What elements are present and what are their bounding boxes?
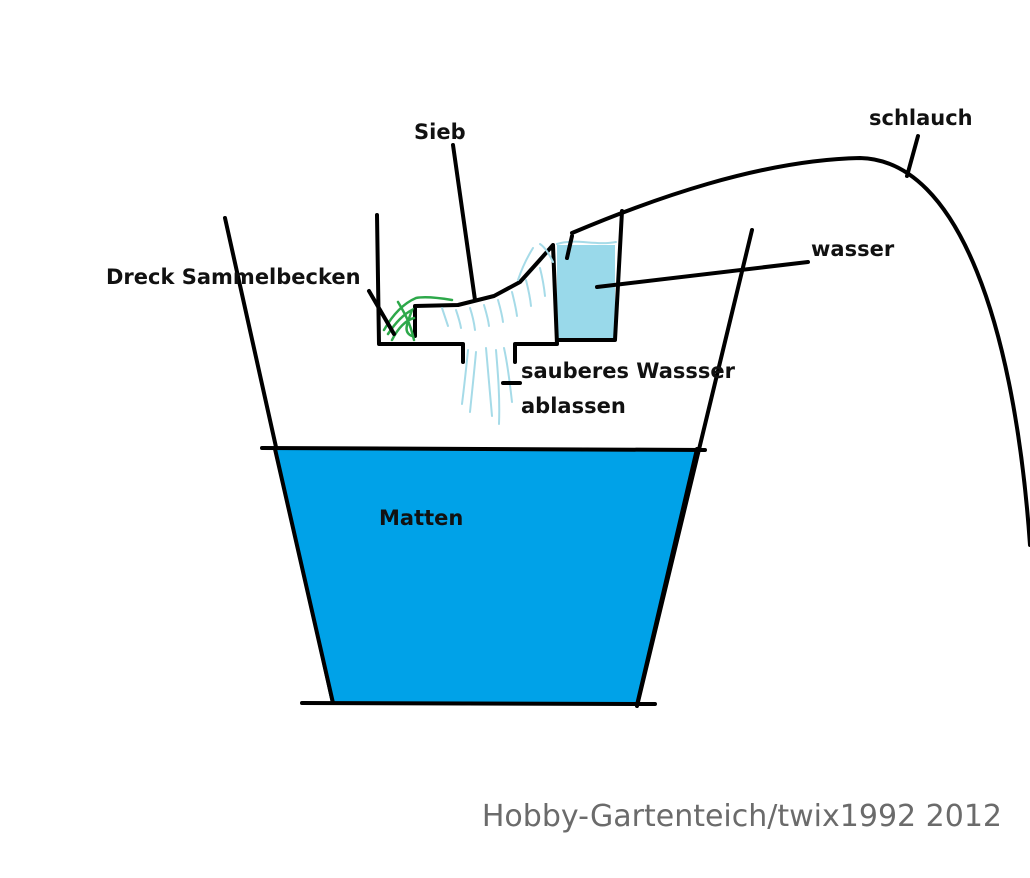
water-pointer-line <box>595 260 810 289</box>
mats-right-edge <box>635 447 699 707</box>
hose-pointer-line <box>905 134 920 178</box>
label-dreck-sammelbecken: Dreck Sammelbecken <box>106 265 361 289</box>
water-surface-spray <box>556 240 617 245</box>
dirt-scribble <box>382 295 454 342</box>
water-chamber-wall <box>555 209 624 342</box>
filter-mats-area <box>275 449 697 703</box>
label-wasser: wasser <box>811 237 895 261</box>
label-sauberes-wasser: sauberes Wassser <box>521 359 736 383</box>
dirt-basin-wall <box>375 213 465 364</box>
mats-bottom-line <box>300 701 657 706</box>
label-ablassen: ablassen <box>521 394 626 418</box>
label-matten: Matten <box>379 506 463 530</box>
sieve-pointer-line <box>451 143 477 302</box>
water-chamber-left-tip <box>565 234 574 260</box>
dirt-basin-pointer-line <box>367 289 396 336</box>
label-schlauch: schlauch <box>869 106 973 130</box>
sieve-box <box>375 209 624 364</box>
sieve-inlet-wall <box>413 243 559 364</box>
mats-top-line <box>260 446 707 452</box>
mats-left-edge <box>273 447 335 705</box>
hose-line <box>570 156 1030 547</box>
water-spray <box>441 243 554 425</box>
credit-watermark: Hobby-Gartenteich/twix1992 2012 <box>482 799 1002 834</box>
label-sieb: Sieb <box>414 120 466 144</box>
water-chamber <box>557 245 615 340</box>
